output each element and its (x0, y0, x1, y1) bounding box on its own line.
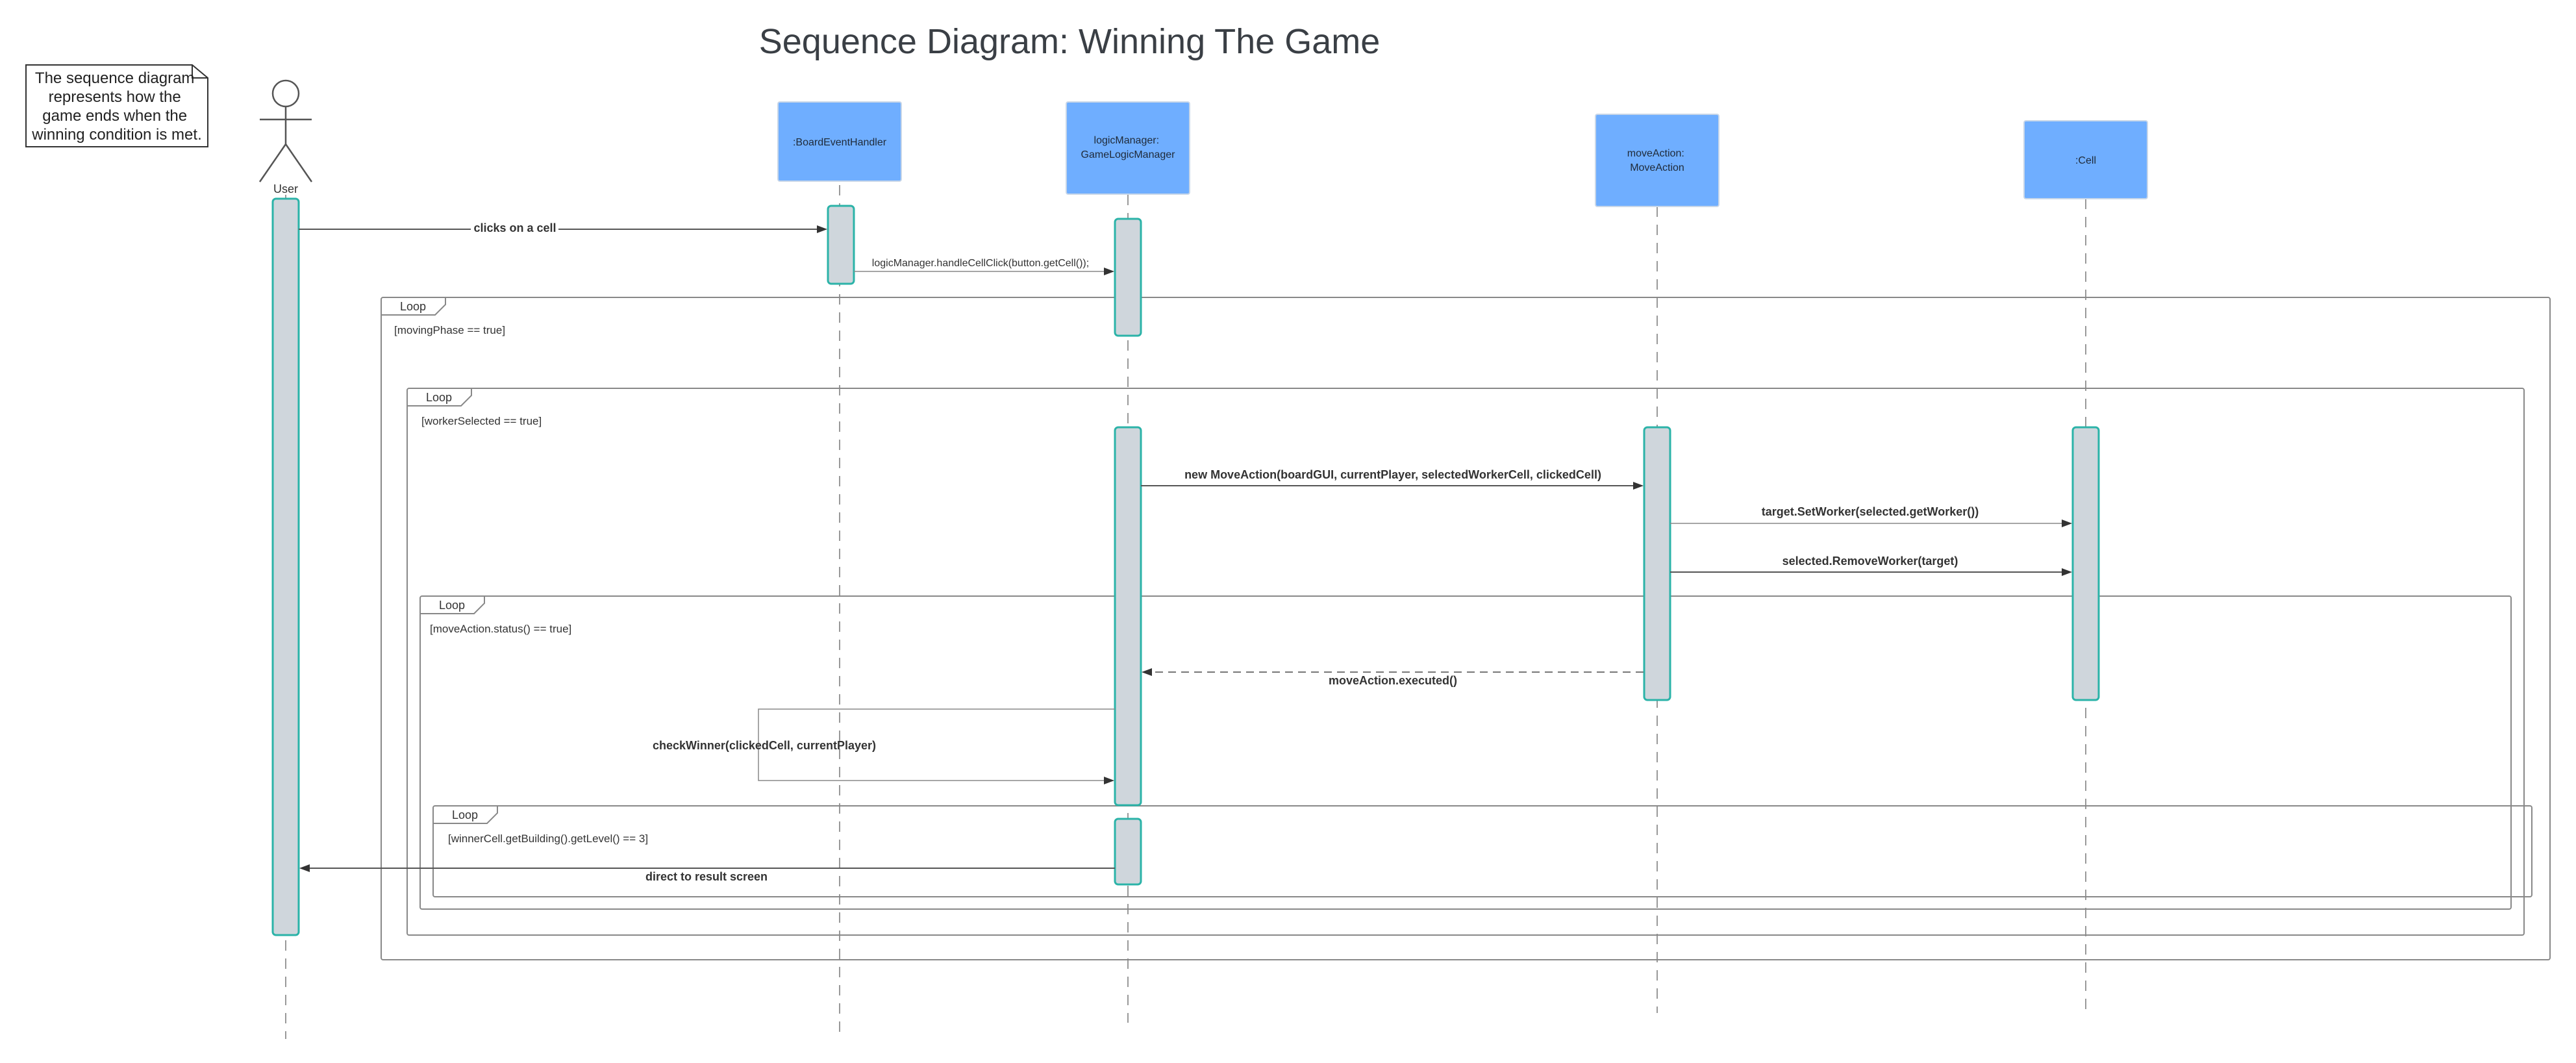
frame-tag: Loop (439, 599, 465, 612)
frame-guard: [moveAction.status() == true] (430, 623, 571, 635)
svg-text::Cell: :Cell (2075, 155, 2096, 166)
frame-guard: [movingPhase == true] (394, 324, 505, 336)
message-remove-worker: selected.RemoveWorker(target) (1670, 555, 2072, 576)
participant-game-logic-manager: logicManager: GameLogicManager (1066, 101, 1190, 195)
message-label: selected.RemoveWorker(target) (1782, 555, 1958, 568)
activation-bar-board-event-handler (827, 205, 855, 285)
message-label: moveAction.executed() (1329, 674, 1457, 687)
participant-board-event-handler: :BoardEventHandler (777, 101, 902, 182)
message-direct-to-result-screen: direct to result screen (299, 864, 1115, 883)
message-label: target.SetWorker(selected.getWorker()) (1762, 505, 1979, 518)
svg-text:moveAction: MoveAction: moveAction: MoveAction (1627, 148, 1688, 173)
note-line: The sequence diagram (35, 69, 194, 87)
participant-label: logicManager: (1094, 135, 1160, 146)
participant-move-action: moveAction: MoveAction (1595, 114, 1719, 207)
loop-frame-winner-cell: Loop [winnerCell.getBuilding().getLevel(… (432, 805, 2532, 897)
participant-label: MoveAction (1630, 162, 1684, 173)
message-set-worker: target.SetWorker(selected.getWorker()) (1670, 505, 2072, 527)
activation-bar-game-logic-manager (1114, 218, 1142, 337)
message-label: new MoveAction(boardGUI, currentPlayer, … (1184, 468, 1601, 481)
participant-label: :Cell (2075, 155, 2096, 166)
activation-bar-game-logic-manager (1114, 818, 1142, 886)
frame-guard: [workerSelected == true] (421, 415, 542, 427)
participant-label: moveAction: (1627, 148, 1684, 159)
frame-tag: Loop (452, 808, 478, 821)
note: The sequence diagram represents how the … (25, 64, 208, 147)
actor-label: User (273, 182, 298, 195)
frame-tag: Loop (426, 391, 452, 404)
activation-bar-game-logic-manager (1114, 426, 1142, 807)
message-check-winner: checkWinner(clickedCell, currentPlayer) (653, 708, 1115, 784)
message-move-action-executed: moveAction.executed() (1142, 668, 1644, 687)
participant-cell: :Cell (2023, 120, 2148, 199)
message-clicks-on-cell: clicks on a cell (299, 220, 827, 234)
message-label: direct to result screen (645, 870, 768, 883)
activation-bar-cell (2071, 426, 2100, 701)
svg-text::BoardEventHandler: :BoardEventHandler (793, 137, 887, 148)
note-line: represents how the (49, 88, 181, 106)
message-label: checkWinner(clickedCell, currentPlayer) (653, 739, 876, 752)
loop-frame-worker-selected: Loop [workerSelected == true] (406, 388, 2525, 936)
user-actor-icon (258, 79, 313, 182)
svg-text:The sequence diagram rep: The sequence diagram represents how the … (31, 69, 201, 144)
activation-bar-move-action (1643, 426, 1671, 701)
participant-label: GameLogicManager (1081, 149, 1176, 160)
note-line: game ends when the (42, 107, 187, 125)
frame-tag: Loop (400, 300, 426, 313)
participant-label: :BoardEventHandler (793, 137, 887, 148)
diagram-title: Sequence Diagram: Winning The Game (759, 22, 1381, 61)
note-line: winning condition is met. (31, 126, 201, 144)
loop-frame-moving-phase: Loop [movingPhase == true] (381, 297, 2551, 960)
message-label: logicManager.handleCellClick(button.getC… (872, 258, 1089, 269)
message-new-move-action: new MoveAction(boardGUI, currentPlayer, … (1141, 468, 1644, 490)
activation-bar-user (271, 197, 300, 936)
svg-text:logicManager: GameLogicM: logicManager: GameLogicManager (1081, 135, 1176, 160)
loop-frame-move-action-status: Loop [moveAction.status() == true] (419, 595, 2512, 910)
frame-guard: [winnerCell.getBuilding().getLevel() == … (448, 832, 648, 845)
message-label: clicks on a cell (473, 221, 556, 234)
message-handle-cell-click: logicManager.handleCellClick(button.getC… (854, 258, 1114, 275)
